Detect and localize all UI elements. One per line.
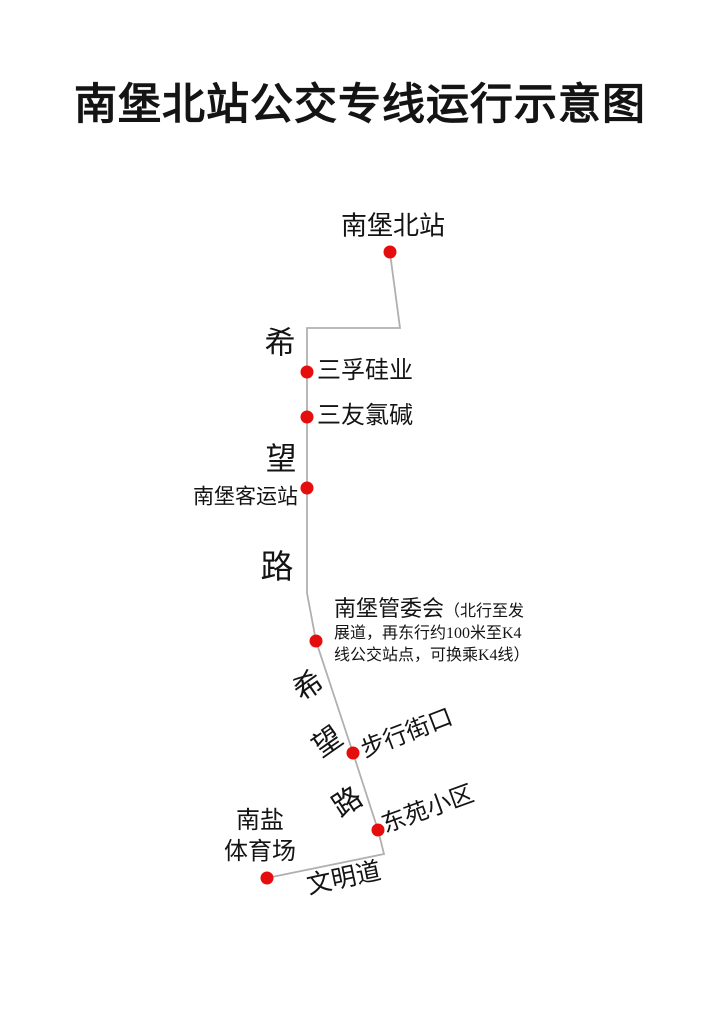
page-title: 南堡北站公交专线运行示意图 <box>74 82 646 129</box>
station-dot-nanbao-bus-terminal <box>300 481 314 495</box>
station-dot-nanyan-stadium <box>260 871 274 885</box>
station-label-nanbao-management-committee: 南堡管委会（北行至发 展道，再东行约100米至K4 线公交站点，可换乘K4线） <box>334 598 539 667</box>
nanyan-stadium-line2: 体育场 <box>224 839 296 865</box>
station-label-sanfu-silicon: 三孚硅业 <box>317 357 413 384</box>
management-committee-line1: 南堡管委会（北行至发 <box>334 598 539 623</box>
management-committee-note-line1: （北行至发 <box>444 603 525 620</box>
station-dot-nanbao-management-committee <box>309 634 323 648</box>
road-label-hope-upper-char1: 希 <box>264 325 296 361</box>
station-dot-nanbao-north-station <box>383 245 397 259</box>
station-label-nanbao-north-station: 南堡北站 <box>340 211 446 241</box>
road-label-hope-upper-char2: 望 <box>265 441 297 477</box>
management-committee-note-line2: 展道，再东行约100米至K4 <box>334 625 522 642</box>
station-dot-sanfu-silicon <box>300 365 314 379</box>
station-dot-sanyou-chlor-alkali <box>300 410 314 424</box>
management-committee-name: 南堡管委会 <box>334 596 445 621</box>
station-dot-dongyuan-community <box>371 823 385 837</box>
station-label-sanyou-chlor-alkali: 三友氯碱 <box>317 402 413 429</box>
nanyan-stadium-line1: 南盐 <box>236 808 284 834</box>
road-label-hope-upper-char3: 路 <box>260 550 294 586</box>
station-label-nanyan-stadium: 南盐 体育场 <box>224 806 296 868</box>
station-dot-pedestrian-street <box>346 746 360 760</box>
management-committee-note-line3: 线公交站点，可换乘K4线） <box>334 647 530 664</box>
station-label-nanbao-bus-terminal: 南堡客运站 <box>193 484 298 509</box>
